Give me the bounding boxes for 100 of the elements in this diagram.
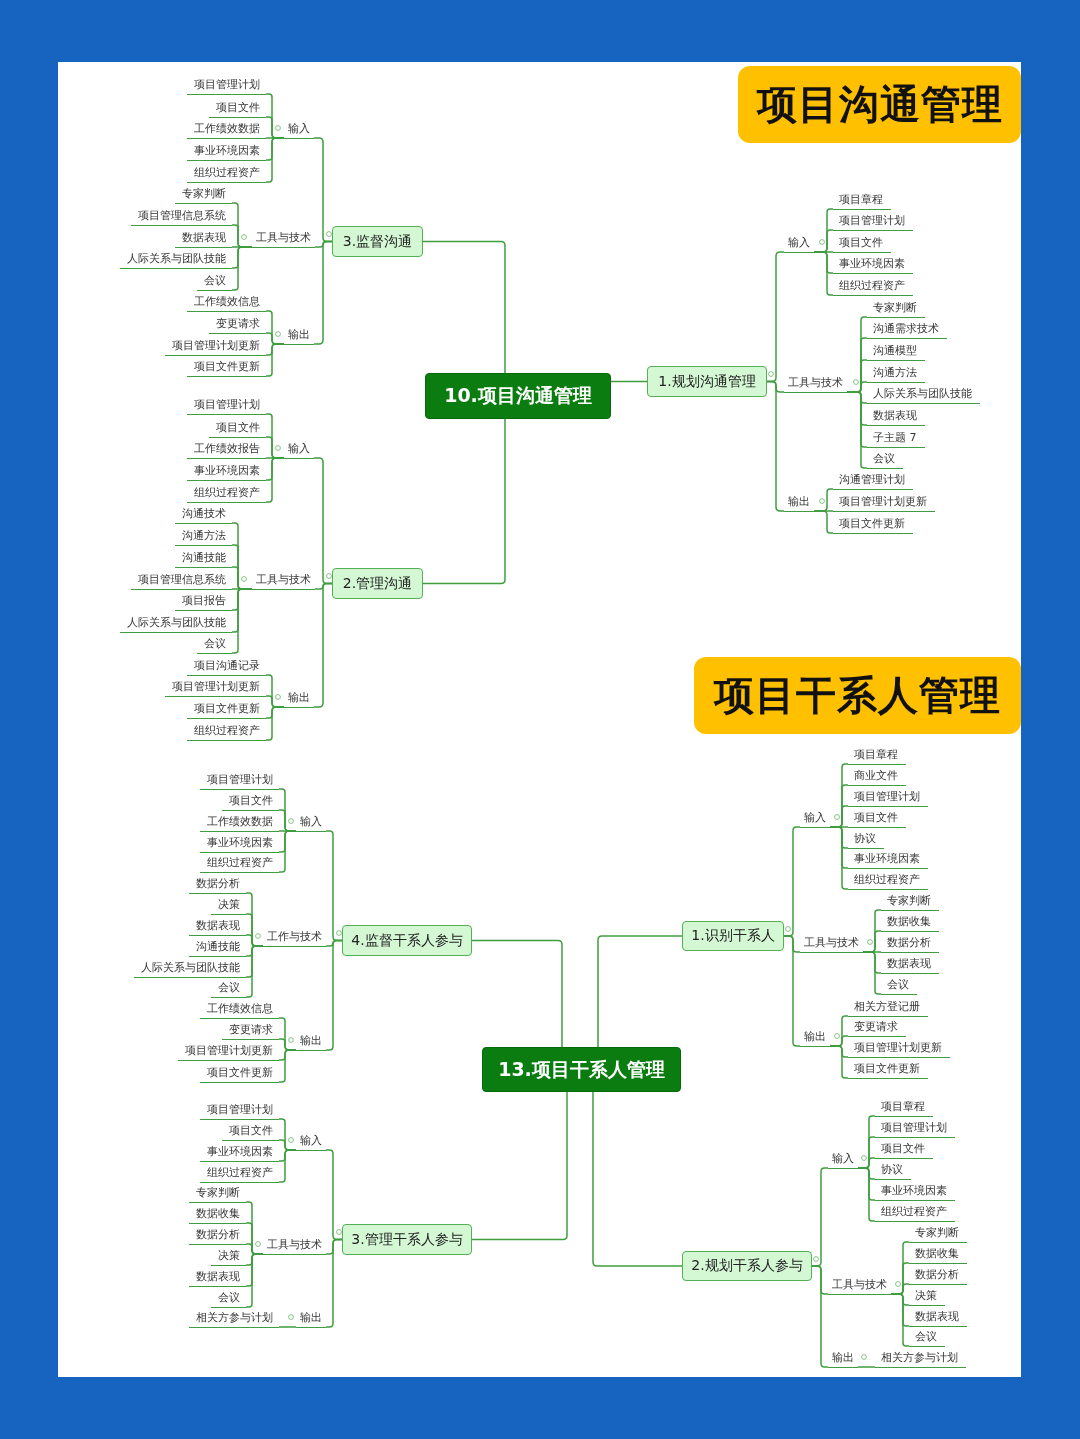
item-label: 项目文件更新 — [187, 357, 266, 377]
connector-line — [265, 706, 285, 741]
item-label: 项目管理计划 — [187, 395, 266, 415]
topic-box: 1.识别干系人 — [682, 921, 784, 951]
connector-line — [231, 588, 253, 654]
item-label: 沟通方法 — [867, 363, 925, 383]
branch-label: 输出 — [284, 325, 314, 345]
item-label: 相关方登记册 — [848, 997, 928, 1017]
item-label: 事业环境因素 — [833, 254, 913, 274]
item-label: 会议 — [881, 975, 917, 995]
item-label: 项目管理计划更新 — [848, 1038, 950, 1058]
item-label: 数据分析 — [189, 874, 246, 894]
item-label: 会议 — [909, 1327, 945, 1347]
item-label: 会议 — [197, 271, 232, 291]
item-label: 项目文件更新 — [848, 1059, 928, 1079]
item-label: 项目章程 — [848, 745, 906, 765]
connector-line — [813, 510, 834, 534]
branch-label: 输出 — [784, 492, 814, 512]
item-label: 项目管理计划更新 — [833, 492, 935, 512]
item-label: 工作绩效数据 — [187, 119, 266, 139]
item-label: 组织过程资产 — [200, 1163, 279, 1183]
connector-line — [862, 951, 882, 995]
item-label: 项目管理计划更新 — [165, 336, 266, 356]
item-label: 组织过程资产 — [187, 721, 266, 741]
item-label: 沟通技能 — [175, 548, 232, 568]
item-label: 数据收集 — [881, 912, 939, 932]
root-topic-box: 10.项目沟通管理 — [425, 373, 611, 419]
connector-line — [265, 137, 285, 183]
branch-label: 工具与技术 — [263, 1235, 326, 1255]
item-label: 事业环境因素 — [200, 1142, 279, 1162]
topic-box: 2.管理沟通 — [332, 568, 423, 599]
branch-label: 工具与技术 — [784, 373, 847, 393]
connector-line — [766, 380, 785, 512]
connector-line — [278, 1326, 297, 1328]
branch-label: 工具与技术 — [828, 1275, 891, 1295]
item-label: 事业环境因素 — [187, 141, 266, 161]
branch-label: 输出 — [284, 688, 314, 708]
item-label: 项目章程 — [875, 1097, 933, 1117]
item-label: 变更请求 — [209, 314, 266, 334]
item-label: 协议 — [848, 829, 884, 849]
branch-label: 输入 — [800, 808, 830, 828]
item-label: 项目报告 — [175, 591, 232, 611]
connector-line — [857, 1366, 876, 1368]
item-label: 沟通管理计划 — [833, 470, 913, 490]
connector-line — [278, 830, 297, 873]
item-label: 工作绩效信息 — [200, 999, 279, 1019]
item-label: 工作绩效信息 — [187, 292, 266, 312]
item-label: 项目管理计划 — [833, 211, 913, 231]
item-label: 会议 — [211, 1288, 246, 1308]
item-label: 数据表现 — [909, 1307, 967, 1327]
item-label: 变更请求 — [848, 1017, 906, 1037]
branch-label: 工具与技术 — [252, 570, 315, 590]
connector-line — [890, 1293, 910, 1347]
item-label: 项目管理计划 — [875, 1118, 955, 1138]
title-banner: 项目沟通管理 — [738, 66, 1021, 143]
item-label: 沟通需求技术 — [867, 319, 947, 339]
item-label: 项目文件更新 — [200, 1063, 279, 1083]
connector-line — [811, 1265, 829, 1368]
item-label: 工作绩效报告 — [187, 439, 266, 459]
connector-line — [471, 1091, 568, 1241]
item-label: 专家判断 — [175, 184, 232, 204]
item-label: 决策 — [211, 1246, 246, 1266]
connector-line — [265, 343, 285, 377]
branch-label: 工具与技术 — [252, 228, 315, 248]
item-label: 决策 — [909, 1286, 945, 1306]
item-label: 商业文件 — [848, 766, 906, 786]
connector-line — [231, 246, 253, 291]
branch-label: 输出 — [800, 1027, 830, 1047]
branch-label: 输入 — [284, 439, 314, 459]
item-label: 项目管理计划 — [200, 1100, 279, 1120]
item-label: 事业环境因素 — [875, 1181, 955, 1201]
item-label: 工作绩效数据 — [200, 812, 279, 832]
branch-label: 工作与技术 — [263, 927, 326, 947]
item-label: 数据收集 — [909, 1244, 967, 1264]
item-label: 项目文件 — [875, 1139, 933, 1159]
item-label: 项目管理信息系统 — [131, 570, 232, 590]
connector-line — [245, 1253, 264, 1308]
item-label: 事业环境因素 — [200, 833, 279, 853]
connector-line — [313, 240, 333, 345]
branch-label: 输出 — [296, 1031, 326, 1051]
connector-line — [597, 935, 683, 1048]
topic-box: 3.管理干系人参与 — [342, 1224, 472, 1255]
item-label: 专家判断 — [909, 1223, 967, 1243]
connector-line — [245, 945, 264, 998]
item-label: 项目文件 — [222, 791, 279, 811]
item-label: 相关方参与计划 — [189, 1308, 279, 1328]
connector-line — [278, 1149, 297, 1183]
item-label: 项目管理计划 — [200, 770, 279, 790]
connector-line — [813, 251, 834, 296]
connector-line — [610, 380, 648, 383]
item-label: 数据分析 — [189, 1225, 246, 1245]
item-label: 人际关系与团队技能 — [867, 384, 980, 404]
item-label: 子主题 7 — [867, 428, 925, 448]
item-label: 项目章程 — [833, 190, 891, 210]
topic-box: 4.监督干系人参与 — [342, 925, 472, 956]
item-label: 协议 — [875, 1160, 911, 1180]
connector-line — [313, 582, 333, 708]
item-label: 决策 — [211, 895, 246, 915]
item-label: 组织过程资产 — [200, 853, 279, 873]
branch-label: 输出 — [828, 1348, 858, 1368]
